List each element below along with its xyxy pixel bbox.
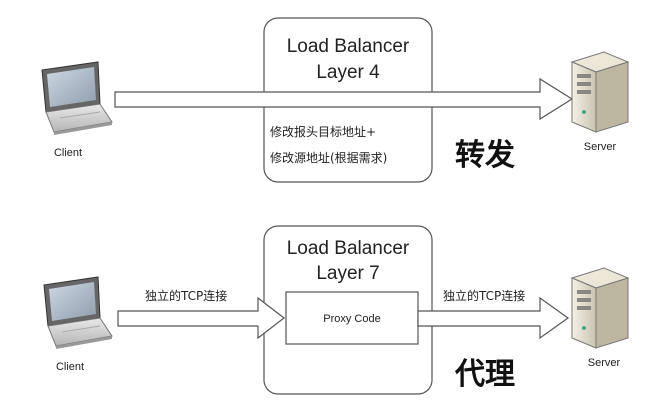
layer7-server-label: Server	[588, 357, 621, 369]
layer7-left-connection-label: 独立的TCP连接	[145, 288, 227, 303]
layer7-right-connection-label: 独立的TCP连接	[443, 288, 525, 303]
layer4-box-title: Load Balancer	[287, 36, 410, 57]
proxy-code-label: Proxy Code	[323, 313, 380, 325]
layer7-client-label: Client	[56, 361, 84, 373]
layer7-server-icon	[570, 267, 630, 349]
proxy-code-box	[285, 291, 419, 345]
layer4-section: Load Balancer Layer 4 修改报头目标地址+ 修改源地址(根据…	[41, 17, 630, 183]
layer4-forward-arrow	[114, 77, 574, 121]
layer7-box-title: Load Balancer	[287, 238, 410, 259]
layer4-server-label: Server	[584, 141, 617, 153]
layer4-note-line1: 修改报头目标地址+	[270, 124, 376, 139]
layer7-mode-label: 代理	[454, 357, 515, 392]
layer4-client-laptop-icon	[41, 61, 113, 135]
layer4-client-label: Client	[54, 147, 82, 159]
layer7-right-arrow	[417, 296, 570, 340]
layer7-box-subtitle: Layer 7	[316, 263, 379, 284]
layer7-client-laptop-icon	[43, 276, 113, 349]
layer7-left-arrow	[117, 296, 285, 340]
layer7-section: Load Balancer Layer 7 Proxy Code 独立的TCP连…	[43, 225, 630, 395]
layer4-box-subtitle: Layer 4	[316, 62, 380, 83]
layer4-mode-label: 转发	[455, 138, 515, 173]
layer4-note-line2: 修改源地址(根据需求)	[270, 150, 387, 165]
layer4-server-icon	[570, 51, 630, 133]
